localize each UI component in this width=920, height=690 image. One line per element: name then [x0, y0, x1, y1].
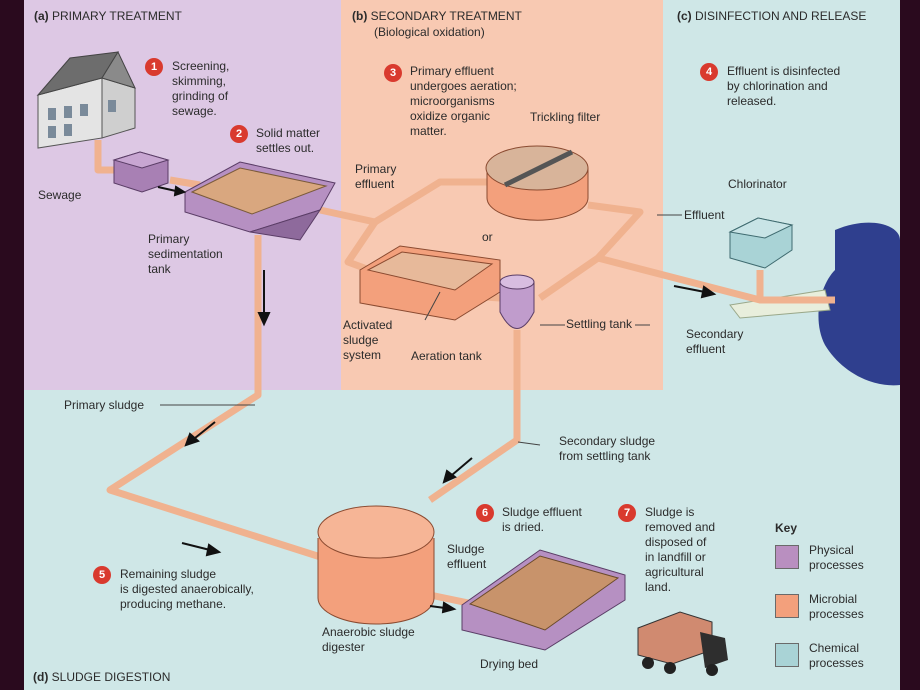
label-primary-effluent: Primary effluent: [355, 162, 397, 191]
primary-effluent-pipe: [319, 178, 490, 226]
sewage-pipe: [94, 140, 120, 174]
label-drying-bed: Drying bed: [480, 657, 539, 671]
step-badge-3: 3: [384, 64, 402, 82]
primary-sludge-pipe: [106, 235, 332, 564]
label-primary-tank: Primary sedimentation tank: [148, 232, 223, 276]
aeration-tank: [359, 245, 501, 321]
label-or: or: [482, 230, 493, 244]
trickling-filter: [485, 145, 589, 221]
secondary-sludge-pipe: [428, 330, 521, 503]
step-badge-4: 4: [700, 63, 718, 81]
step-badge-7: 7: [618, 504, 636, 522]
key-swatch-chemical: [775, 643, 799, 667]
section-header-primary: (a) PRIMARY TREATMENT: [34, 9, 182, 23]
anaerobic-digester: [317, 505, 435, 625]
flow-arrows: [157, 185, 717, 614]
key-title: Key: [775, 521, 798, 535]
filter-to-effluent-pipe: [538, 201, 644, 301]
digestion-region: [24, 390, 900, 690]
step-text-7: Sludge is removed and disposed of in lan…: [645, 505, 716, 594]
primary-to-tank-pipe: [169, 176, 201, 189]
step-badge-1: 1: [145, 58, 163, 76]
label-digester: Anaerobic sludge digester: [322, 625, 415, 654]
label-sewage: Sewage: [38, 188, 82, 202]
key-label-microbial: Microbial processes: [809, 592, 864, 621]
label-sludge-effluent: Sludge effluent: [447, 542, 487, 571]
primary-region-lower: [24, 220, 341, 390]
step-text-3: Primary effluent undergoes aeration; mic…: [410, 64, 517, 138]
chlorinator: [728, 217, 794, 269]
label-secondary-sludge: Secondary sludge from settling tank: [559, 434, 656, 463]
settling-tank: [499, 274, 535, 329]
step-text-1: Screening, skimming, grinding of sewage.: [172, 59, 230, 118]
label-primary-sludge: Primary sludge: [64, 398, 145, 412]
label-effluent: Effluent: [684, 208, 725, 222]
section-header-secondary: (b) SECONDARY TREATMENT: [352, 9, 522, 23]
house: [36, 50, 136, 149]
label-activated-sludge: Activated sludge system: [343, 318, 393, 362]
section-header-digestion: (d) SLUDGE DIGESTION: [33, 670, 171, 684]
key-label-chemical: Chemical processes: [809, 641, 864, 670]
step-text-5: Remaining sludge is digested anaerobical…: [120, 567, 254, 611]
drying-bed-shape: [461, 549, 626, 651]
section-subtitle-secondary: (Biological oxidation): [374, 25, 485, 39]
truck: [637, 611, 728, 676]
label-settling-tank: Settling tank: [566, 317, 633, 331]
key-swatch-physical: [775, 545, 799, 569]
step-badge-2: 2: [230, 125, 248, 143]
step-text-2: Solid matter settles out.: [256, 126, 321, 155]
step-badge-6: 6: [476, 504, 494, 522]
water-body: [818, 222, 900, 386]
label-chlorinator: Chlorinator: [728, 177, 787, 191]
label-aeration-tank: Aeration tank: [411, 349, 482, 363]
screening-unit: [112, 151, 170, 193]
label-trickling-filter: Trickling filter: [530, 110, 601, 124]
section-header-disinfection: (c) DISINFECTION AND RELEASE: [677, 9, 867, 23]
leader-lines: [160, 214, 682, 446]
step-text-4: Effluent is disinfected by chlorination …: [727, 64, 841, 108]
label-secondary-effluent: Secondary effluent: [686, 327, 744, 356]
step-badge-5: 5: [93, 566, 111, 584]
key-label-physical: Physical processes: [809, 543, 864, 572]
primary-sedimentation-tank: [184, 161, 336, 241]
key-swatch-microbial: [775, 594, 799, 618]
step-text-6: Sludge effluent is dried.: [502, 505, 582, 534]
